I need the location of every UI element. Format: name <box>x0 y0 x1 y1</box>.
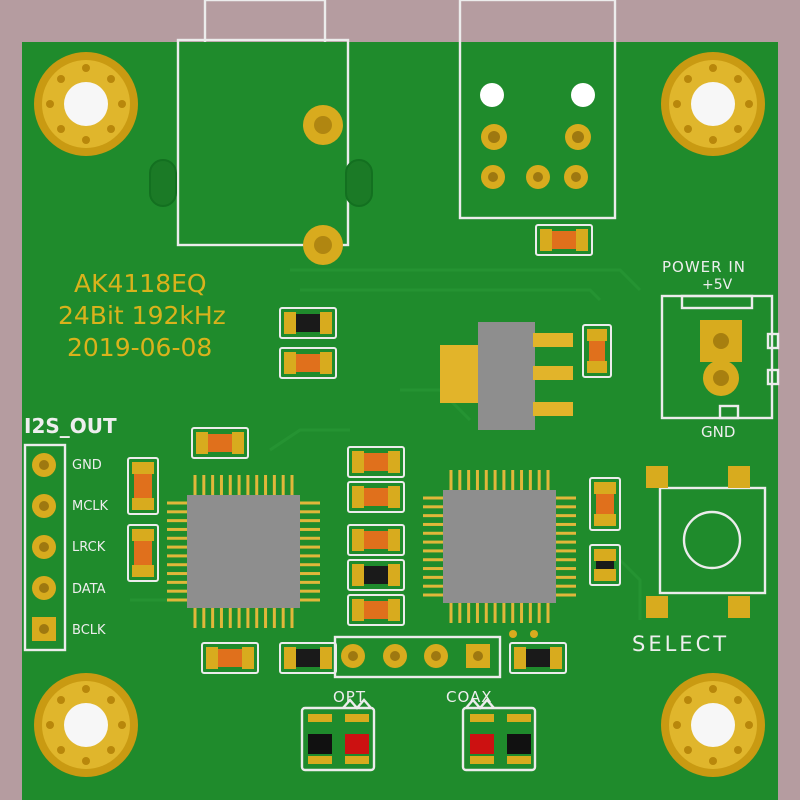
opt-led-footprint <box>300 698 376 772</box>
i2s-header-footprint <box>23 443 67 652</box>
smd-components <box>127 224 621 674</box>
i2s-pin-bclk: BCLK <box>72 623 106 638</box>
board-spec: 24Bit 192kHz <box>58 301 226 330</box>
select-label: SELECT <box>632 632 730 656</box>
mount-hole-bottom-left <box>34 673 138 777</box>
power-voltage-label: +5V <box>702 277 733 293</box>
voltage-regulator <box>440 322 573 430</box>
optical-jack-footprint <box>149 0 373 265</box>
power-gnd-label: GND <box>701 423 736 441</box>
board-date: 2019-06-08 <box>67 333 213 362</box>
opt-label: OPT <box>333 688 367 706</box>
bottom-header-footprint <box>333 630 538 679</box>
i2s-pin-lrck: LRCK <box>72 540 106 555</box>
power-in-label: POWER IN <box>662 258 746 276</box>
mount-hole-bottom-right <box>661 673 765 777</box>
i2s-pin-data: DATA <box>72 582 106 597</box>
coax-label: COAX <box>446 688 493 706</box>
ak4118-chip <box>167 475 320 628</box>
power-connector-footprint <box>660 294 780 420</box>
select-switch-footprint <box>646 466 767 618</box>
pcb-board <box>22 42 778 800</box>
coax-jack-footprint <box>458 0 617 220</box>
board-name: AK4118EQ <box>74 269 207 298</box>
i2s-pin-mclk: MCLK <box>72 499 109 514</box>
coax-led-footprint <box>461 698 537 772</box>
mount-hole-top-right <box>661 52 765 156</box>
secondary-chip <box>423 470 576 623</box>
i2s-pin-gnd: GND <box>72 458 102 473</box>
mount-hole-top-left <box>34 52 138 156</box>
i2s-out-title: I2S_OUT <box>24 414 117 438</box>
